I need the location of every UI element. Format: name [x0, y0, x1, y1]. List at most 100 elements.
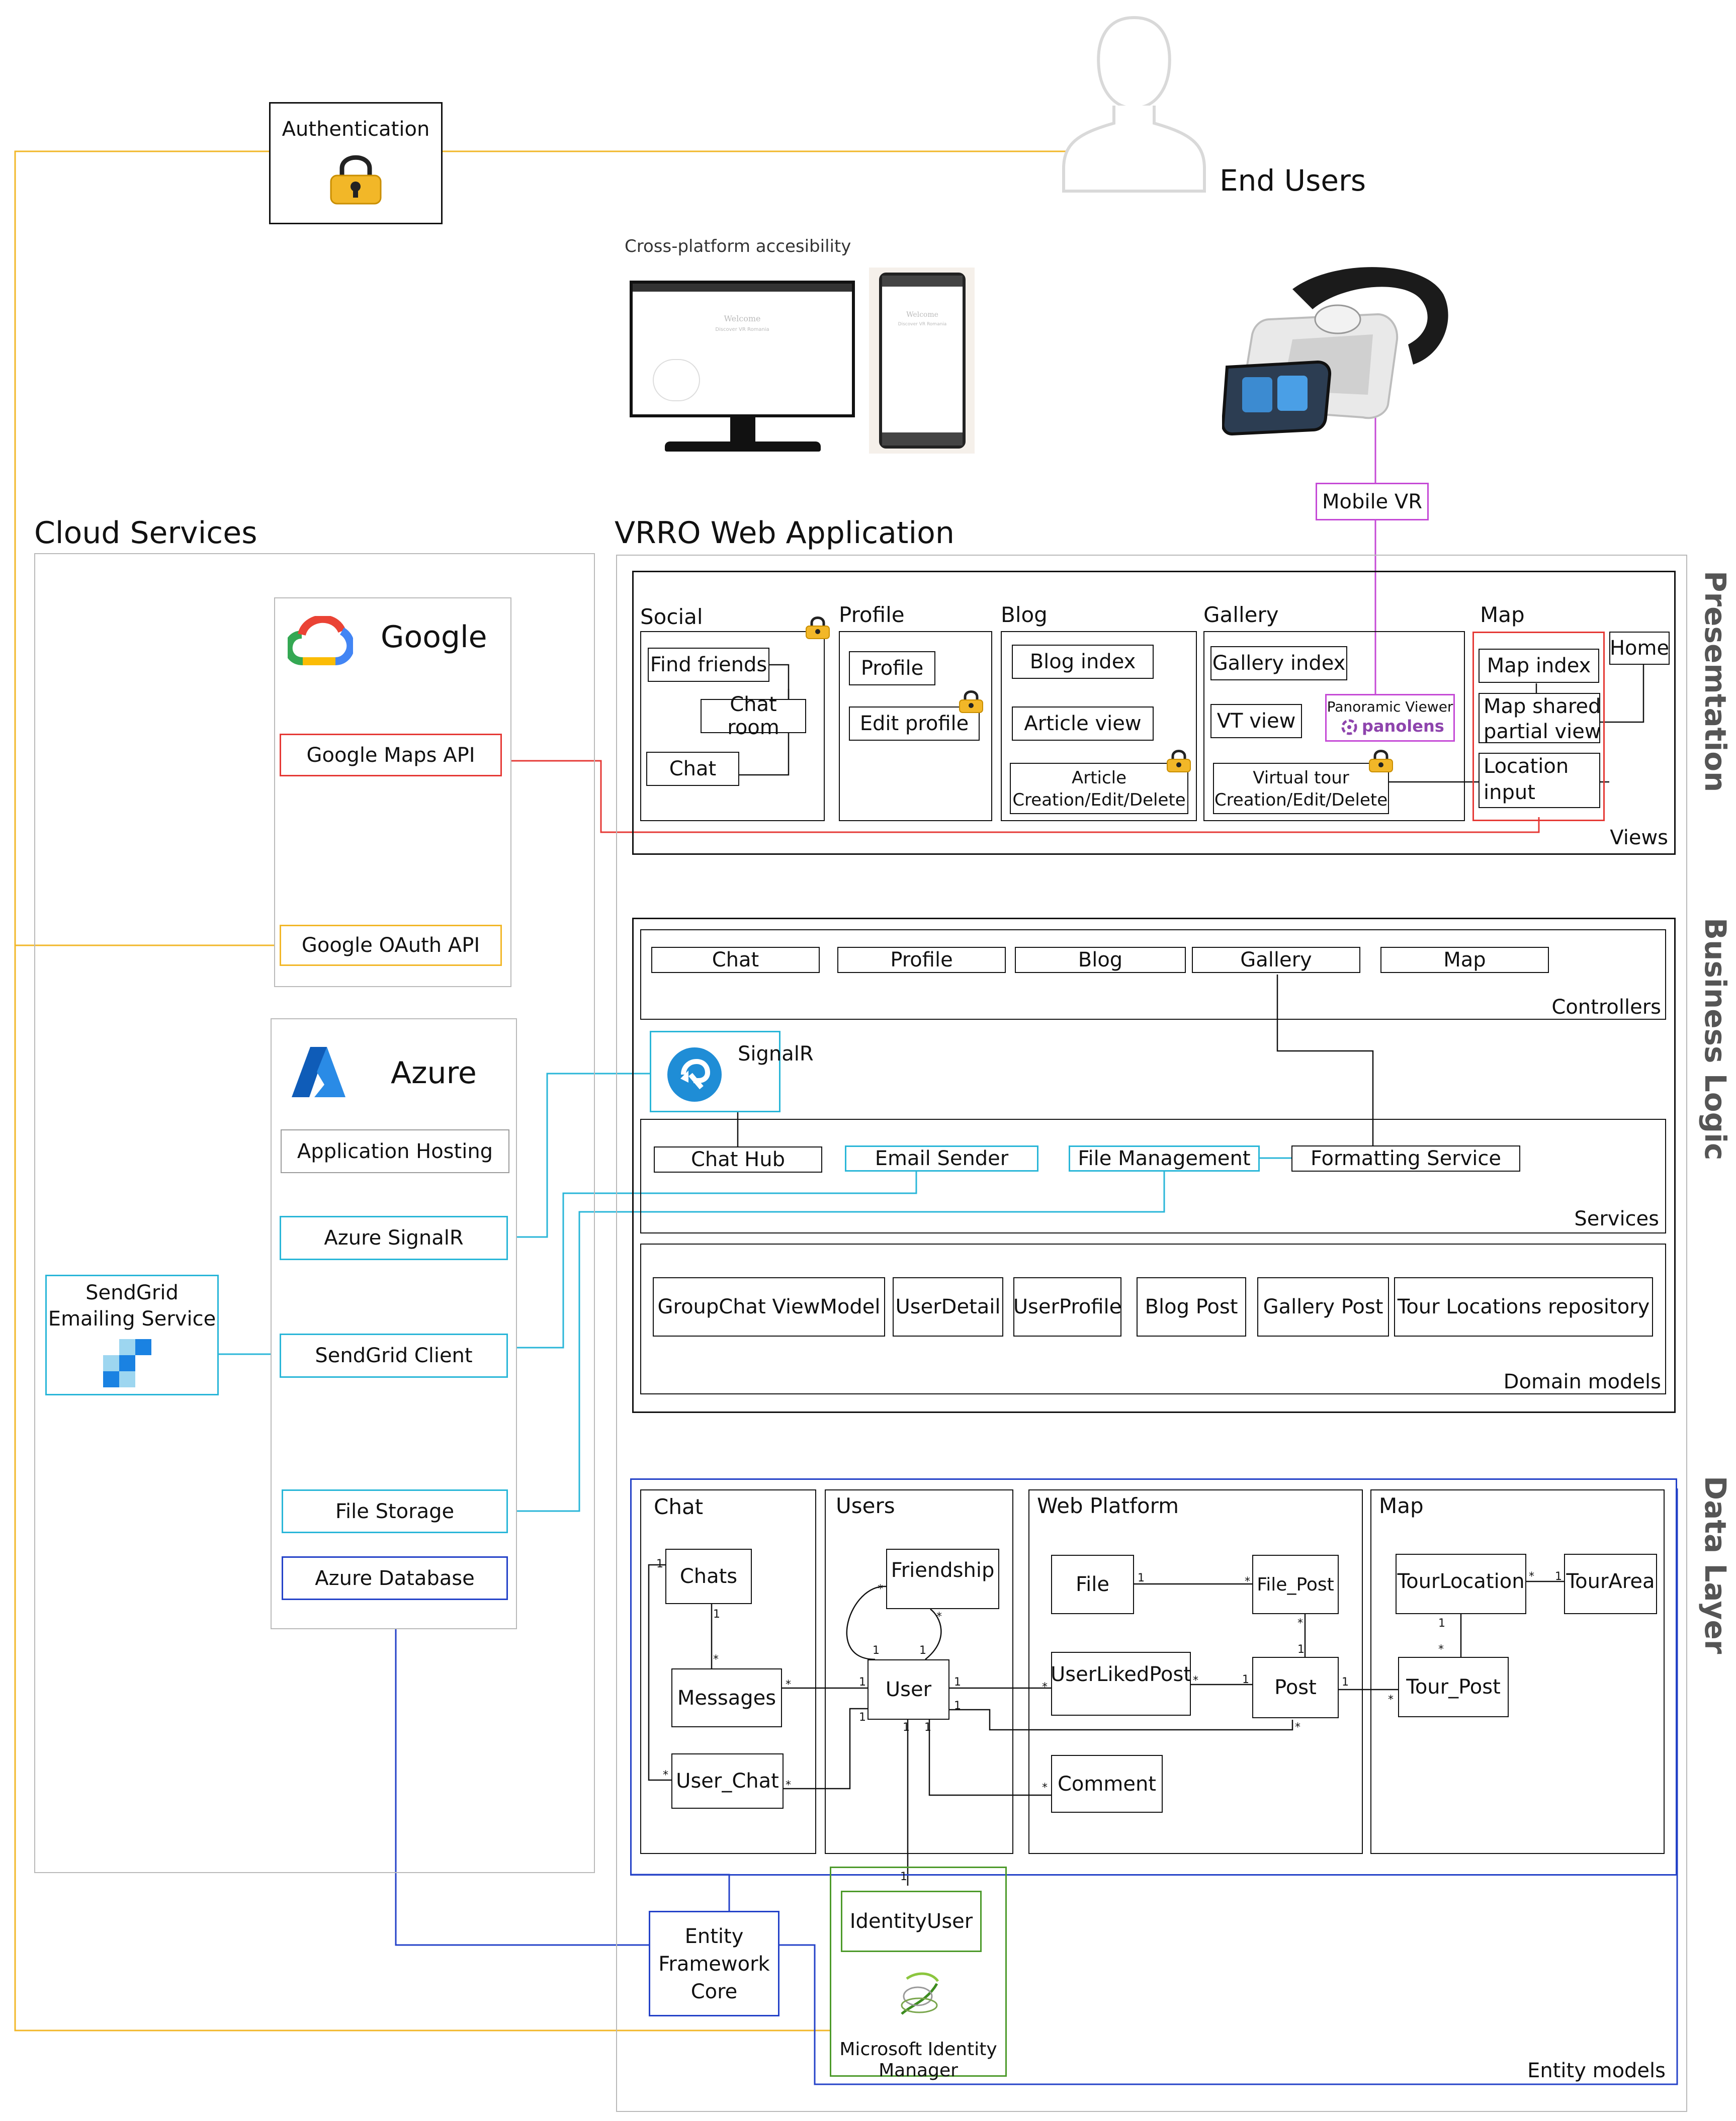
tour-area-entity[interactable]: TourArea [1564, 1554, 1657, 1614]
user-chat-entity[interactable]: User_Chat [671, 1753, 784, 1809]
find-friends-box[interactable]: Find friends [648, 648, 769, 682]
article-view-box[interactable]: Article view [1012, 706, 1154, 741]
lock-icon [1166, 749, 1192, 772]
blog-controller-box[interactable]: Blog [1015, 947, 1186, 973]
vt-view-box[interactable]: VT view [1210, 704, 1302, 738]
azure-database-label: Azure Database [315, 1566, 475, 1590]
mult-one: 1 [713, 1608, 720, 1621]
mult-many: * [878, 1583, 883, 1596]
edit-profile-box[interactable]: Edit profile [849, 706, 980, 741]
ef-core-line2: Framework [658, 1953, 770, 1976]
gallery-controller-box[interactable]: Gallery [1192, 947, 1360, 973]
gallery-post-box[interactable]: Gallery Post [1257, 1277, 1389, 1337]
google-oauth-api-box: Google OAuth API [280, 925, 502, 966]
azure-signalr-label: Azure SignalR [324, 1226, 464, 1250]
section-presentation: Presemtation [1698, 571, 1732, 792]
ef-core-line3: Core [690, 1980, 738, 2003]
sendgrid-client-label: SendGrid Client [315, 1344, 473, 1367]
email-sender-box[interactable]: Email Sender [845, 1145, 1038, 1172]
mult-one: 1 [954, 1700, 961, 1712]
comment-entity[interactable]: Comment [1051, 1755, 1163, 1813]
views-label: Views [1610, 826, 1668, 849]
azure-signalr-box: Azure SignalR [280, 1216, 508, 1260]
mult-one: 1 [954, 1676, 961, 1689]
post-entity[interactable]: Post [1252, 1657, 1339, 1718]
sendgrid-client-box: SendGrid Client [280, 1334, 508, 1378]
domain-models-label: Domain models [1503, 1370, 1661, 1393]
sendgrid-logo-icon [103, 1339, 151, 1387]
chat-hub-box[interactable]: Chat Hub [654, 1146, 822, 1173]
sendgrid-service-box: SendGrid Emailing Service [45, 1275, 219, 1395]
post-entity-label: Post [1274, 1676, 1317, 1699]
chat-room-box[interactable]: Chat room [701, 693, 806, 739]
messages-entity[interactable]: Messages [671, 1668, 782, 1727]
signalr-logo-icon [667, 1047, 722, 1102]
signalr-label: SignalR [738, 1042, 814, 1066]
lock-icon [805, 616, 831, 639]
map-index-box[interactable]: Map index [1479, 649, 1599, 683]
profile-view-box[interactable]: Profile [849, 651, 935, 685]
file-entity[interactable]: File [1051, 1555, 1134, 1614]
blog-index-label: Blog index [1029, 650, 1136, 673]
sendgrid-line2: Emailing Service [48, 1307, 216, 1331]
file-management-label: File Management [1078, 1147, 1251, 1170]
userdetail-box[interactable]: UserDetail [893, 1277, 1003, 1337]
friendship-entity[interactable]: Friendship [886, 1549, 999, 1609]
identity-user-entity[interactable]: IdentityUser [841, 1891, 982, 1952]
desktop-sub: Discover VR Romania [715, 327, 769, 332]
location-input-box[interactable]: Location input [1479, 753, 1600, 808]
chat-view-box[interactable]: Chat [646, 752, 739, 786]
azure-database-box: Azure Database [282, 1556, 508, 1600]
blog-post-box[interactable]: Blog Post [1137, 1277, 1246, 1337]
panolens-label: panolens [1362, 717, 1444, 736]
google-label: Google [381, 620, 487, 655]
mult-many: * [1529, 1570, 1534, 1583]
gallery-index-box[interactable]: Gallery index [1210, 646, 1347, 680]
map-controller-box[interactable]: Map [1380, 947, 1549, 973]
formatting-service-box[interactable]: Formatting Service [1291, 1145, 1520, 1172]
map-shared-partial-box[interactable]: Map shared partial view [1479, 693, 1601, 743]
vt-cud-box[interactable]: Virtual tour Creation/Edit/Delete [1213, 763, 1389, 814]
mult-one: 1 [656, 1558, 663, 1570]
cloud-services-frame [34, 553, 595, 1873]
social-title: Social [640, 604, 703, 629]
user-liked-post-entity[interactable]: UserLikedPost [1051, 1652, 1191, 1716]
identity-manager-icon [901, 1972, 939, 2015]
userprofile-box[interactable]: UserProfile [1013, 1277, 1121, 1337]
identity-manager-panel: Microsoft Identity Manager [830, 1867, 1007, 2081]
chat-controller-box[interactable]: Chat [651, 947, 820, 973]
tour-post-entity[interactable]: Tour_Post [1398, 1657, 1509, 1717]
mult-one: 1 [1342, 1676, 1349, 1689]
blog-index-box[interactable]: Blog index [1012, 645, 1154, 679]
user-entity[interactable]: User [867, 1659, 949, 1720]
end-users-label: End Users [1220, 163, 1366, 198]
article-cud-box[interactable]: Article Creation/Edit/Delete [1010, 763, 1188, 814]
userdetail-label: UserDetail [895, 1295, 1001, 1318]
google-maps-api-label: Google Maps API [306, 743, 475, 767]
profile-controller-box[interactable]: Profile [837, 947, 1006, 973]
home-view-box[interactable]: Home [1609, 632, 1670, 665]
mult-one: 1 [873, 1644, 880, 1657]
chats-entity[interactable]: Chats [665, 1549, 752, 1604]
tour-locations-repository-box[interactable]: Tour Locations repository [1394, 1277, 1653, 1337]
file-post-entity[interactable]: File_Post [1252, 1555, 1339, 1614]
edit-profile-label: Edit profile [859, 712, 969, 735]
find-friends-label: Find friends [650, 653, 767, 676]
controllers-label: Controllers [1551, 996, 1661, 1019]
mult-many: * [1193, 1674, 1198, 1687]
users-data-panel: Users [825, 1489, 1013, 1854]
groupchat-viewmodel-box[interactable]: GroupChat ViewModel [653, 1277, 885, 1337]
identity-manager-line2: Manager [879, 2060, 958, 2081]
vrro-app-frame [616, 555, 1687, 2112]
tour-location-entity[interactable]: TourLocation [1396, 1554, 1526, 1614]
file-management-box[interactable]: File Management [1069, 1145, 1260, 1172]
map-shared-line2: partial view [1484, 720, 1601, 743]
mult-many: * [786, 1779, 791, 1792]
user-entity-label: User [885, 1678, 932, 1701]
map-index-label: Map index [1487, 654, 1591, 677]
location-line1: Location [1484, 755, 1569, 778]
tour-area-entity-label: TourArea [1566, 1570, 1655, 1593]
users-data-title: Users [836, 1493, 895, 1518]
lock-icon [958, 690, 984, 713]
controllers-panel: Controllers [640, 929, 1666, 1020]
